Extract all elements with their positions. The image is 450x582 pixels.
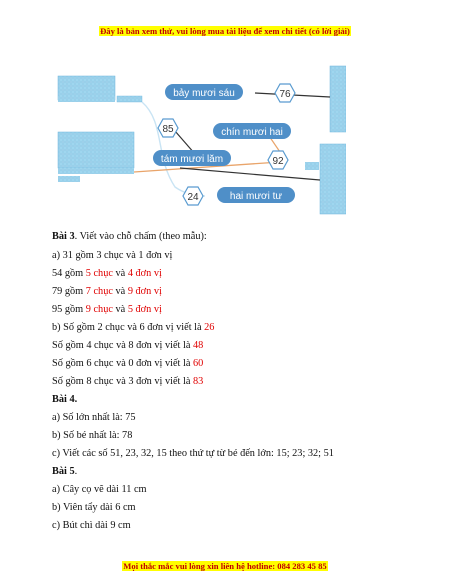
bai4-line: c) Viết các số 51, 23, 32, 15 theo thứ t… [52, 448, 334, 459]
answer-ones: 5 đơn vị [127, 304, 162, 315]
bai5-line: a) Cây cọ vẽ dài 11 cm [52, 484, 147, 495]
bai4-title: Bài 4. [52, 394, 78, 405]
bai4-line: b) Số bé nhất là: 78 [52, 430, 133, 441]
bai3-a-row: 54 gồm 5 chục và 4 đơn vị [52, 268, 162, 280]
bai5-title-suffix: . [74, 466, 78, 477]
bai5-line: b) Viên tẩy dài 6 cm [52, 502, 136, 513]
hotline-banner-text: Mọi thắc mắc vui lòng xin liên hệ hotlin… [122, 561, 328, 571]
answer-tens: 5 chục [85, 268, 113, 279]
row-number: 54 gồm [52, 268, 86, 279]
label-76-words: bảy mươi sáu [173, 88, 235, 99]
answer-ones: 4 đơn vị [127, 268, 162, 279]
cube-group-92 [329, 65, 346, 133]
answer-number: 83 [193, 376, 204, 387]
answer-number: 48 [193, 340, 204, 351]
bai3-b-row: Số gồm 8 chục và 3 đơn vị viết là 83 [52, 376, 203, 388]
answer-ones: 9 đơn vị [127, 286, 162, 297]
answer-tens: 7 chục [85, 286, 113, 297]
row-number: 79 gồm [52, 286, 86, 297]
row-and: và [112, 268, 128, 279]
cube-group-24 [305, 143, 346, 215]
number-24: 24 [187, 192, 199, 203]
row-number: 95 gồm [52, 304, 86, 315]
bai5-heading: Bài 5. [52, 466, 77, 478]
answer-number: 60 [193, 358, 204, 369]
bai3-b-row: Số gồm 4 chục và 8 đơn vị viết là 48 [52, 340, 203, 352]
row-text: Số gồm 8 chục và 3 đơn vị viết là [52, 376, 193, 387]
bai3-title: Bài 3 [52, 231, 75, 242]
bai3-a-row: 79 gồm 7 chục và 9 đơn vị [52, 286, 162, 298]
row-text: Số gồm 4 chục và 8 đơn vị viết là [52, 340, 193, 351]
bai5-title: Bài 5 [52, 466, 75, 477]
bai3-heading: Bài 3. Viết vào chỗ chấm (theo mẫu): [52, 231, 207, 243]
row-and: và [112, 304, 128, 315]
bai3-a-row: 95 gồm 9 chục và 5 đơn vị [52, 304, 162, 316]
row-text: Số gồm 6 chục và 0 đơn vị viết là [52, 358, 193, 369]
cube-group-85 [57, 131, 135, 182]
cube-group-76 [57, 75, 143, 103]
row-and: và [112, 286, 128, 297]
hotline-banner: Mọi thắc mắc vui lòng xin liên hệ hotlin… [0, 561, 450, 571]
bai4-line: a) Số lớn nhất là: 75 [52, 412, 136, 423]
bai3-instruction: . Viết vào chỗ chấm (theo mẫu): [74, 231, 207, 242]
preview-banner-text: Đây là bản xem thử, vui lòng mua tài liệ… [99, 26, 351, 36]
matching-illustration: bảy mươi sáu chín mươi hai tám mươi lăm … [55, 62, 346, 217]
number-76: 76 [279, 89, 291, 100]
answer-tens: 9 chục [85, 304, 113, 315]
bai3-b-row: Số gồm 6 chục và 0 đơn vị viết là 60 [52, 358, 203, 370]
number-85: 85 [162, 124, 174, 135]
bai3-b-row: b) Số gồm 2 chục và 6 đơn vị viết là 26 [52, 322, 214, 334]
label-92-words: chín mươi hai [221, 127, 283, 138]
number-92: 92 [272, 156, 284, 167]
row-text: b) Số gồm 2 chục và 6 đơn vị viết là [52, 322, 205, 333]
label-85-words: tám mươi lăm [161, 154, 223, 165]
preview-banner: Đây là bản xem thử, vui lòng mua tài liệ… [0, 26, 450, 36]
bai5-line: c) Bút chì dài 9 cm [52, 520, 131, 531]
answer-number: 26 [204, 322, 215, 333]
label-24-words: hai mươi tư [230, 191, 282, 202]
bai3-a-example: a) 31 gồm 3 chục và 1 đơn vị [52, 250, 173, 261]
